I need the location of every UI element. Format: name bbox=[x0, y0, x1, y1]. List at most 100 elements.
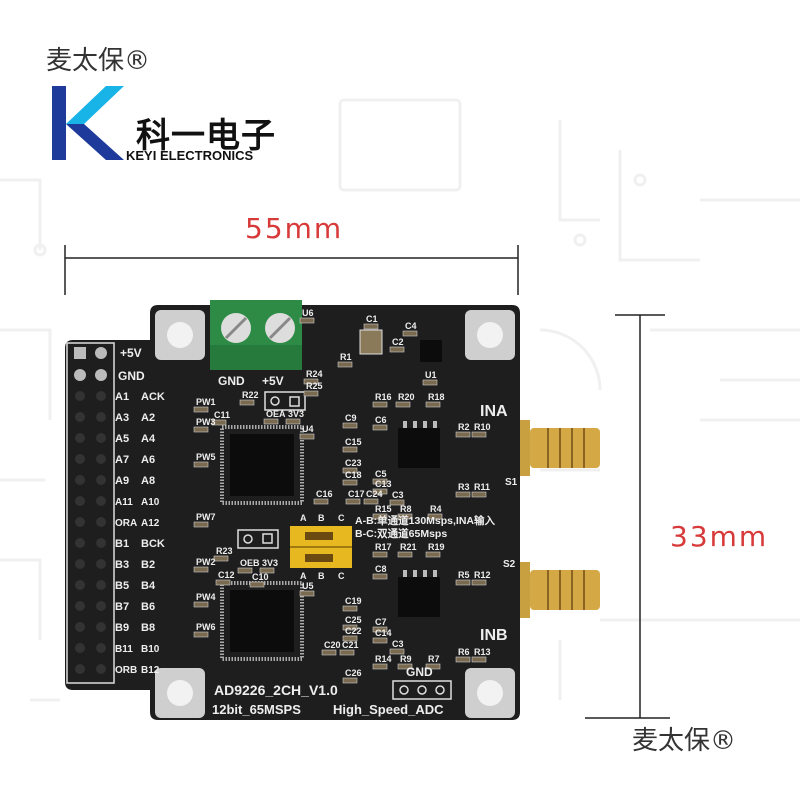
header-label: A9 bbox=[115, 475, 129, 487]
smd-component bbox=[299, 590, 315, 597]
header-label: ORA bbox=[115, 518, 137, 529]
width-dimension-label: 55mm bbox=[245, 212, 344, 245]
smd-component bbox=[337, 361, 353, 368]
jumper-letter: C bbox=[338, 513, 345, 523]
smd-component bbox=[372, 488, 388, 495]
component-label: R20 bbox=[398, 392, 415, 402]
component-label: R21 bbox=[400, 542, 417, 552]
component-label: C3 bbox=[392, 490, 404, 500]
header-label: A2 bbox=[141, 412, 155, 424]
header-label: ACK bbox=[141, 391, 165, 403]
header-label: A12 bbox=[141, 518, 160, 529]
input-label-ina: INA bbox=[480, 403, 508, 420]
component-label: C20 bbox=[324, 640, 341, 650]
header-label: B8 bbox=[141, 622, 155, 634]
header-label: B9 bbox=[115, 622, 129, 634]
smd-component bbox=[471, 431, 487, 438]
jumper-letter: B bbox=[318, 513, 325, 523]
smd-component bbox=[342, 635, 358, 642]
component-label: C11 bbox=[214, 410, 230, 420]
pin-pad bbox=[74, 369, 86, 381]
component-label: R8 bbox=[400, 504, 412, 514]
smd-component bbox=[237, 567, 253, 574]
gnd-pins-label: GND bbox=[406, 665, 433, 679]
smd-component bbox=[372, 551, 388, 558]
smd-component bbox=[389, 499, 405, 506]
header-pin bbox=[75, 622, 85, 632]
smd-component bbox=[259, 567, 275, 574]
component-label: PW7 bbox=[196, 512, 216, 522]
smd-component bbox=[372, 573, 388, 580]
smd-component bbox=[342, 605, 358, 612]
smd-component bbox=[299, 433, 315, 440]
pin-pad bbox=[74, 347, 86, 359]
jumper-letter: A bbox=[300, 513, 307, 523]
component-label: R10 bbox=[474, 422, 491, 432]
smd-component bbox=[215, 579, 231, 586]
smd-component bbox=[193, 631, 209, 638]
component-label: R7 bbox=[428, 654, 440, 664]
header-label: B2 bbox=[141, 559, 155, 571]
smd-component bbox=[342, 677, 358, 684]
header-pin bbox=[75, 559, 85, 569]
header-pin bbox=[75, 601, 85, 611]
power-terminal-block bbox=[210, 300, 302, 370]
component-label: PW2 bbox=[196, 557, 216, 567]
jumper-letter: C bbox=[338, 571, 345, 581]
header-label: A5 bbox=[115, 433, 129, 445]
smd-component bbox=[427, 513, 443, 520]
smd-component bbox=[342, 479, 358, 486]
smd-component bbox=[299, 317, 315, 324]
smd-component bbox=[363, 323, 379, 330]
mode-jumper[interactable] bbox=[290, 526, 352, 568]
component-label: R16 bbox=[375, 392, 392, 402]
smd-component bbox=[342, 446, 358, 453]
smd-component bbox=[402, 330, 418, 337]
header-pin bbox=[96, 559, 106, 569]
component-label: R14 bbox=[375, 654, 392, 664]
header-label: B12 bbox=[141, 665, 160, 676]
component-label: R1 bbox=[340, 352, 352, 362]
smd-component bbox=[249, 581, 265, 588]
terminal-label-gnd: GND bbox=[218, 374, 245, 388]
header-pin bbox=[75, 412, 85, 422]
header-pin bbox=[96, 496, 106, 506]
component-label: C26 bbox=[345, 668, 362, 678]
component-label: U5 bbox=[302, 581, 314, 591]
header-label: B10 bbox=[141, 644, 160, 655]
company-name-en: KEYI ELECTRONICS bbox=[126, 148, 254, 163]
header-pin bbox=[75, 538, 85, 548]
smd-component bbox=[193, 426, 209, 433]
header-pin bbox=[96, 454, 106, 464]
component-label: C25 bbox=[345, 615, 362, 625]
smd-component bbox=[372, 663, 388, 670]
header-pin bbox=[75, 517, 85, 527]
header-label: BCK bbox=[141, 538, 165, 550]
header-pin bbox=[96, 391, 106, 401]
smd-component bbox=[263, 418, 279, 425]
board-subtitle: High_Speed_ADC bbox=[333, 702, 444, 717]
jumper-letter: A bbox=[300, 571, 307, 581]
terminal-label-5v: +5V bbox=[262, 374, 284, 388]
component-label: R19 bbox=[428, 542, 445, 552]
smd-component bbox=[389, 346, 405, 353]
component-label: R4 bbox=[430, 504, 442, 514]
component-label: C14 bbox=[375, 628, 392, 638]
input-label-s1: S1 bbox=[505, 477, 518, 488]
header-label-gnd: GND bbox=[118, 369, 145, 383]
regulator-u1 bbox=[420, 340, 442, 362]
smd-component bbox=[285, 418, 301, 425]
opamp-chip-a bbox=[398, 421, 440, 468]
header-pin bbox=[75, 580, 85, 590]
smd-component bbox=[363, 498, 379, 505]
header-pin bbox=[96, 475, 106, 485]
component-label: R15 bbox=[375, 504, 392, 514]
header-label: A1 bbox=[115, 391, 129, 403]
smd-component bbox=[395, 401, 411, 408]
header-label: A7 bbox=[115, 454, 129, 466]
smd-component bbox=[303, 390, 319, 397]
pin-pad bbox=[95, 347, 107, 359]
board-spec: 12bit_65MSPS bbox=[212, 702, 301, 717]
